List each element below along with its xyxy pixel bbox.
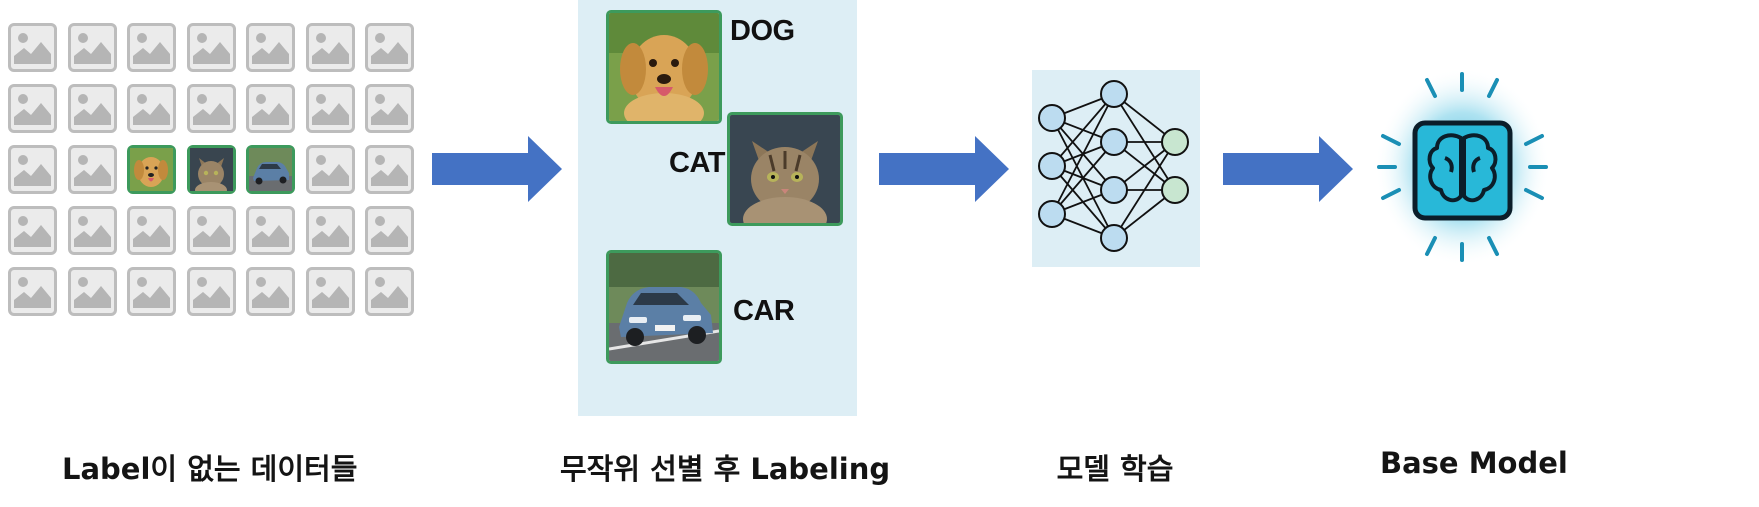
neural-network-panel bbox=[1032, 70, 1200, 267]
image-placeholder-icon bbox=[187, 23, 236, 72]
image-placeholder-icon bbox=[68, 145, 117, 194]
cat-photo bbox=[727, 112, 843, 226]
dog-photo bbox=[606, 10, 722, 124]
caption-unlabeled-data: Label이 없는 데이터들 bbox=[62, 452, 358, 486]
image-placeholder-icon bbox=[68, 206, 117, 255]
brain-chip-icon bbox=[1375, 68, 1550, 266]
arrow-right-icon bbox=[432, 136, 562, 202]
image-placeholder-icon bbox=[8, 206, 57, 255]
selected-thumbnail-cat bbox=[187, 145, 236, 194]
image-placeholder-icon bbox=[365, 267, 414, 316]
image-placeholder-icon bbox=[127, 23, 176, 72]
arrow-right-icon bbox=[1223, 136, 1353, 202]
caption-base-model: Base Model bbox=[1380, 446, 1568, 480]
image-placeholder-icon bbox=[365, 84, 414, 133]
image-placeholder-icon bbox=[306, 84, 355, 133]
image-placeholder-icon bbox=[127, 84, 176, 133]
image-placeholder-icon bbox=[365, 206, 414, 255]
selected-thumbnail-dog bbox=[127, 145, 176, 194]
image-placeholder-icon bbox=[306, 267, 355, 316]
image-placeholder-icon bbox=[306, 23, 355, 72]
image-placeholder-icon bbox=[127, 267, 176, 316]
arrow-right-icon bbox=[879, 136, 1009, 202]
image-placeholder-icon bbox=[246, 84, 295, 133]
caption-random-labeling: 무작위 선별 후 Labeling bbox=[560, 452, 891, 486]
image-placeholder-icon bbox=[8, 267, 57, 316]
image-placeholder-icon bbox=[8, 23, 57, 72]
image-placeholder-icon bbox=[365, 23, 414, 72]
unlabeled-image-grid bbox=[8, 23, 414, 321]
label-cat: CAT bbox=[669, 147, 725, 179]
image-placeholder-icon bbox=[68, 267, 117, 316]
image-placeholder-icon bbox=[187, 206, 236, 255]
image-placeholder-icon bbox=[8, 84, 57, 133]
label-car: CAR bbox=[733, 295, 795, 327]
label-dog: DOG bbox=[730, 15, 795, 47]
image-placeholder-icon bbox=[68, 23, 117, 72]
car-photo bbox=[606, 250, 722, 364]
image-placeholder-icon bbox=[8, 145, 57, 194]
image-placeholder-icon bbox=[127, 206, 176, 255]
image-placeholder-icon bbox=[306, 206, 355, 255]
image-placeholder-icon bbox=[365, 145, 414, 194]
image-placeholder-icon bbox=[306, 145, 355, 194]
image-placeholder-icon bbox=[187, 84, 236, 133]
caption-model-training: 모델 학습 bbox=[1056, 452, 1174, 486]
image-placeholder-icon bbox=[246, 206, 295, 255]
selected-thumbnail-car bbox=[246, 145, 295, 194]
image-placeholder-icon bbox=[68, 84, 117, 133]
image-placeholder-icon bbox=[246, 23, 295, 72]
image-placeholder-icon bbox=[187, 267, 236, 316]
neural-network-icon bbox=[1038, 80, 1189, 252]
image-placeholder-icon bbox=[246, 267, 295, 316]
